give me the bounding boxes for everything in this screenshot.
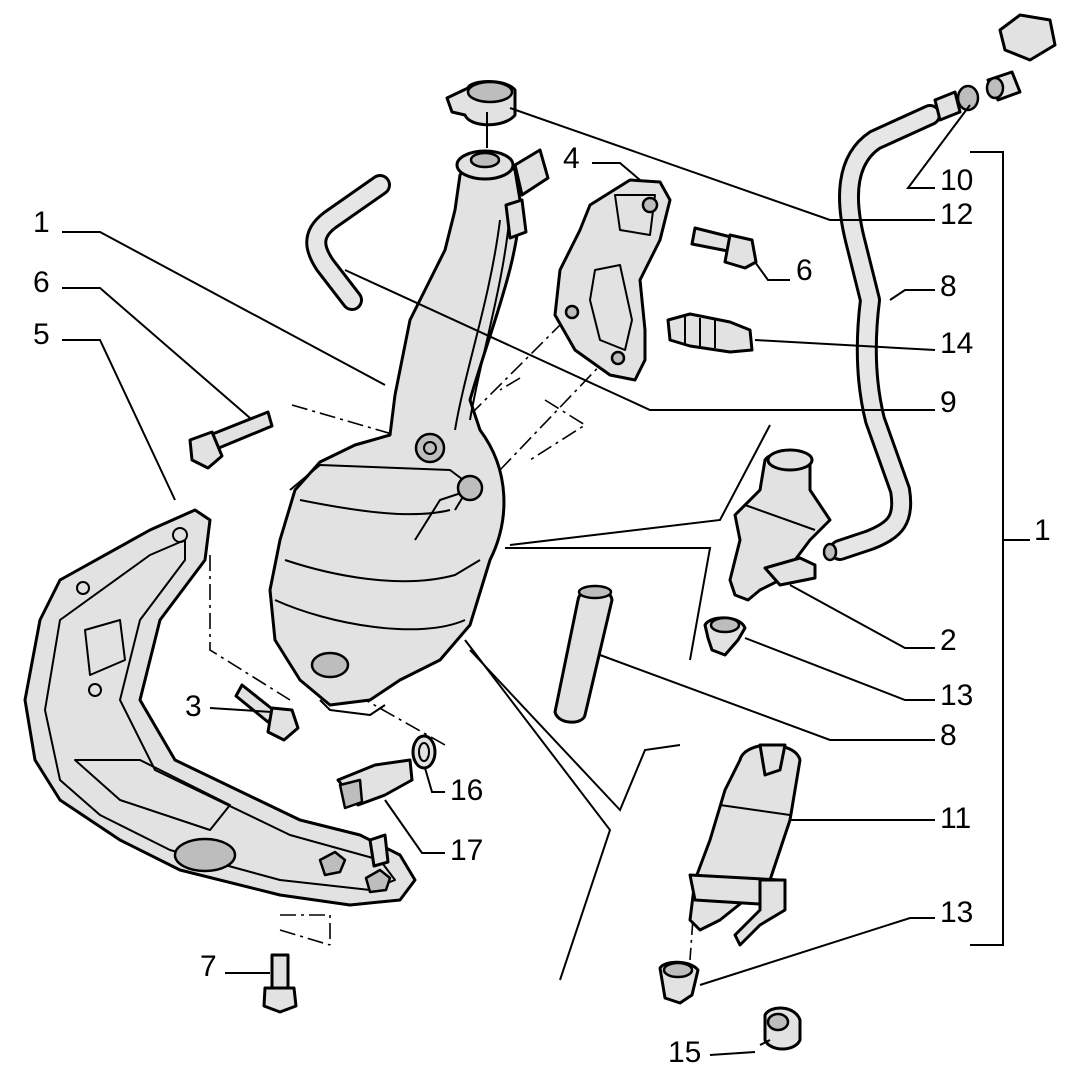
part-6-bolt-left <box>188 410 274 470</box>
part-3-bolt <box>234 683 300 742</box>
callout-13-top: 13 <box>940 679 973 712</box>
part-4-bracket <box>553 178 672 382</box>
callout-11: 11 <box>940 802 971 835</box>
part-13-grommet-bottom <box>658 960 700 1005</box>
part-14-connector <box>666 312 754 354</box>
callout-6-left: 6 <box>33 266 50 299</box>
callout-10: 10 <box>940 164 973 197</box>
part-15-grommet <box>763 1006 802 1051</box>
callout-8-top: 8 <box>940 270 957 303</box>
callout-15: 15 <box>668 1036 701 1069</box>
callout-3: 3 <box>185 690 202 723</box>
part-8-hose-short <box>553 584 614 724</box>
callout-2: 2 <box>940 624 957 657</box>
callout-4: 4 <box>563 142 580 175</box>
callout-12: 12 <box>940 198 973 231</box>
callout-14: 14 <box>940 327 973 360</box>
part-10-clip <box>956 13 1057 112</box>
part-13-grommet-top <box>703 616 747 657</box>
callout-7: 7 <box>200 950 217 983</box>
part-16-seal <box>411 734 437 770</box>
callout-1-left: 1 <box>33 206 50 239</box>
callout-5: 5 <box>33 318 50 351</box>
part-17-level-sensor <box>336 758 414 810</box>
callout-1-bracket <box>970 151 1030 946</box>
part-11-pump <box>688 743 802 947</box>
callout-1-right: 1 <box>1034 514 1051 547</box>
part-2-pump <box>728 448 838 602</box>
callout-16: 16 <box>450 774 483 807</box>
part-7-bolt <box>262 953 298 1014</box>
part-1-reservoir <box>268 148 550 716</box>
part-5-splash-shield <box>23 508 417 907</box>
callout-13-bottom: 13 <box>940 896 973 929</box>
leader-lines <box>62 104 971 1056</box>
part-8-hose-long <box>829 90 962 561</box>
part-12-filler-cap <box>445 80 517 148</box>
callout-6-right: 6 <box>796 254 813 287</box>
callout-labels: 1 6 5 4 6 10 12 8 14 9 1 2 13 8 3 16 17 … <box>33 142 1051 1069</box>
callout-17: 17 <box>450 834 483 867</box>
part-6-bolt-right <box>690 226 758 270</box>
part-9-breather-hose <box>305 174 391 311</box>
callout-9: 9 <box>940 386 957 419</box>
callout-8-mid: 8 <box>940 719 957 752</box>
